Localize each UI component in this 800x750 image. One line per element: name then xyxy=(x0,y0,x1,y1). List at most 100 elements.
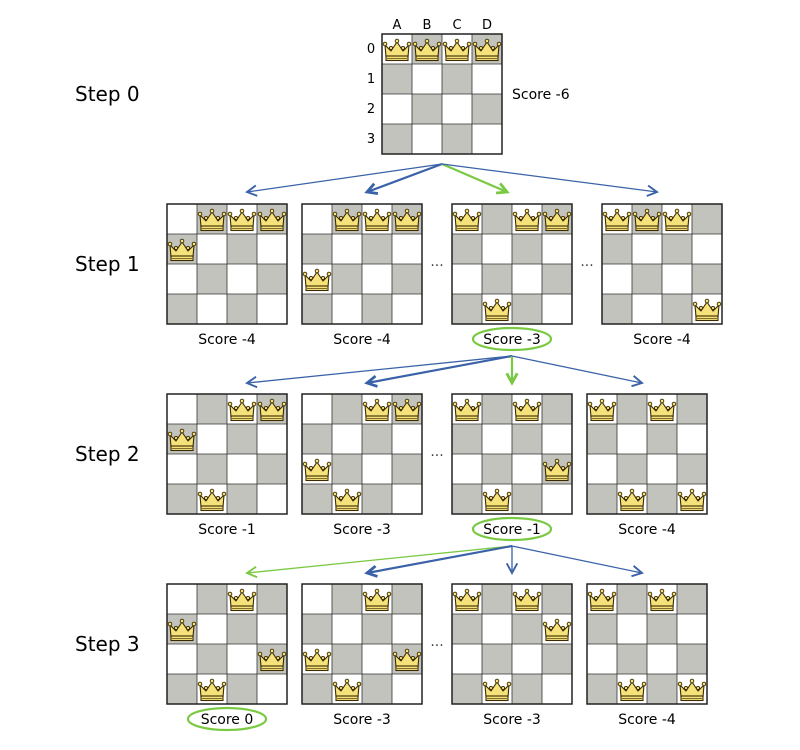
board-square xyxy=(482,584,512,614)
board-square xyxy=(647,674,677,704)
board-square xyxy=(227,454,257,484)
board-square xyxy=(332,424,362,454)
board-square xyxy=(197,294,227,324)
board-square xyxy=(362,454,392,484)
board-square xyxy=(227,614,257,644)
board-square xyxy=(197,614,227,644)
selected-score-highlights xyxy=(186,326,553,732)
step-1-score-a: Score -4 xyxy=(198,332,256,348)
board-square xyxy=(617,454,647,484)
board-square xyxy=(382,94,412,124)
step-boards xyxy=(166,203,723,705)
column-label-d: D xyxy=(482,18,492,33)
board-square xyxy=(197,644,227,674)
board-square xyxy=(587,614,617,644)
board-square xyxy=(332,614,362,644)
step-0-score: Score -6 xyxy=(512,87,570,103)
board-square xyxy=(257,234,287,264)
arrow-step1-to-b1 xyxy=(246,355,513,384)
board-square xyxy=(512,644,542,674)
board-square xyxy=(452,644,482,674)
step-2-score-d: Score -4 xyxy=(618,522,676,538)
board-square xyxy=(632,294,662,324)
arrow-step0-to-b1-head xyxy=(245,184,258,197)
board-square xyxy=(617,644,647,674)
board-square xyxy=(412,124,442,154)
board-square xyxy=(257,584,287,614)
board-square xyxy=(167,264,197,294)
board-square xyxy=(197,394,227,424)
board-square xyxy=(587,424,617,454)
column-label-a: A xyxy=(393,18,402,33)
arrow-step1-to-b4-head xyxy=(631,375,644,388)
board-square xyxy=(542,294,572,324)
step-1-score-b: Score -4 xyxy=(333,332,391,348)
board-square xyxy=(512,484,542,514)
arrow-step1-to-b2-head xyxy=(364,374,378,388)
step-1-board-2 xyxy=(301,203,423,325)
board-square xyxy=(472,64,502,94)
board-square xyxy=(542,264,572,294)
arrow-step2-to-b1-head xyxy=(245,565,258,579)
board-square xyxy=(167,294,197,324)
step-3-selected-highlight xyxy=(186,706,268,732)
board-square xyxy=(452,674,482,704)
board-square xyxy=(662,294,692,324)
board-square xyxy=(197,264,227,294)
board-square xyxy=(442,64,472,94)
board-square xyxy=(482,644,512,674)
board-square xyxy=(452,264,482,294)
board-square xyxy=(302,674,332,704)
board-square xyxy=(332,644,362,674)
board-square xyxy=(647,644,677,674)
arrow-step1-to-b1-head xyxy=(245,375,258,389)
arrow-step0-to-b4 xyxy=(441,163,658,193)
board-square xyxy=(362,674,392,704)
board-square xyxy=(167,584,197,614)
step-1-score-c: Score -3 xyxy=(483,332,541,348)
board-square xyxy=(412,64,442,94)
board-square xyxy=(632,264,662,294)
arrow-step1-to-b2 xyxy=(366,354,513,385)
board-square xyxy=(257,614,287,644)
transition-arrows xyxy=(245,162,659,579)
arrow-step1-to-b4 xyxy=(511,355,643,384)
step-3-board-1 xyxy=(166,583,288,705)
board-square xyxy=(167,484,197,514)
board-square xyxy=(482,264,512,294)
board-square xyxy=(512,424,542,454)
row-label-0: 0 xyxy=(367,42,375,57)
step-1-board-4 xyxy=(601,203,723,325)
board-square xyxy=(452,484,482,514)
board-square xyxy=(167,394,197,424)
step-1-board-3 xyxy=(451,203,573,325)
arrow-step0-to-b4-head xyxy=(646,184,659,197)
board-square xyxy=(302,484,332,514)
board-square xyxy=(362,644,392,674)
arrow-step0-to-b2-head xyxy=(364,182,379,195)
step-0-board xyxy=(381,33,503,155)
board-square xyxy=(677,454,707,484)
board-square xyxy=(587,644,617,674)
board-square xyxy=(452,234,482,264)
board-square xyxy=(227,484,257,514)
arrow-step0-to-b2 xyxy=(366,162,443,194)
board-square xyxy=(512,614,542,644)
step-3-label: Step 3 xyxy=(75,632,140,656)
step-2-label: Step 2 xyxy=(75,442,140,466)
board-square xyxy=(332,454,362,484)
step-2-board-1 xyxy=(166,393,288,515)
board-square xyxy=(452,294,482,324)
column-label-c: C xyxy=(452,18,461,33)
arrow-step2-to-b2-head xyxy=(364,564,378,578)
step-3-score-d: Score -4 xyxy=(618,712,676,728)
board-square xyxy=(392,674,422,704)
step-2-board-2 xyxy=(301,393,423,515)
board-square xyxy=(257,264,287,294)
board-square xyxy=(257,484,287,514)
board-square xyxy=(602,264,632,294)
step-2-score-c: Score -1 xyxy=(483,522,541,538)
board-square xyxy=(542,484,572,514)
arrow-step2-to-b3-head xyxy=(505,562,519,575)
